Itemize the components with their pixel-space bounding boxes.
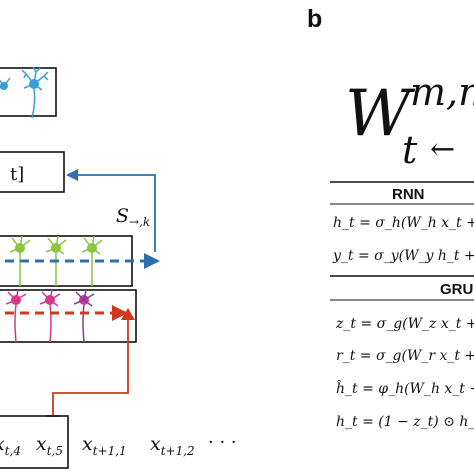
buffer-box — [0, 151, 65, 193]
input-item-sub: t,5 — [47, 444, 63, 458]
dashed-arrowhead-blue — [144, 253, 160, 269]
input-item-sub: t+1,2 — [161, 444, 195, 458]
dashed-arrowhead-red — [112, 305, 128, 321]
feedback-arrowhead-blue — [66, 169, 78, 181]
weight-symbol-main: W — [345, 77, 416, 151]
gru-equation: z_t = σ_g(W_z x_t + U_ — [335, 316, 474, 332]
signal-label: S→,k — [116, 205, 150, 229]
input-item-main: x — [82, 433, 93, 455]
neuron-icon-magenta — [73, 289, 95, 343]
input-item-sub: t+1,1 — [93, 444, 127, 458]
input-sequence-box — [0, 415, 69, 469]
input-item-main: x — [0, 433, 5, 455]
gru-section-title: GRU — [440, 281, 473, 298]
neuron-icon-blue — [0, 77, 11, 90]
neuron-box-magenta — [0, 289, 137, 343]
neuron-icon-green — [81, 235, 103, 286]
gru-equation: ĥ_t = φ_h(W_h x_t + U — [336, 379, 474, 397]
weight-symbol-arrow: ← — [430, 132, 455, 167]
neuron-icon-green — [9, 235, 31, 286]
signal-label-main: S — [116, 205, 129, 227]
input-item-main: x — [150, 433, 161, 455]
feedback-arrow-red — [52, 318, 129, 416]
weight-symbol-superscript: m,n — [410, 70, 474, 114]
input-item: xt+1,2 — [150, 433, 195, 458]
input-ellipsis: · · · — [208, 432, 237, 453]
neuron-icon-blue — [21, 66, 49, 119]
neuron-icon-magenta — [39, 289, 61, 343]
feedback-arrowhead-red — [121, 308, 135, 320]
rnn-equation: y_t = σ_y(W_y h_t + — [332, 248, 474, 264]
signal-label-subscript: →,k — [129, 215, 150, 229]
input-item: xt,5 — [36, 433, 63, 458]
gru-equation: h_t = (1 − z_t) ⊙ h_ — [336, 414, 474, 430]
input-item-sub: t,4 — [5, 444, 21, 458]
panel-label-b: b — [307, 5, 322, 33]
feedback-arrow-blue — [76, 174, 156, 252]
input-item-main: x — [36, 433, 47, 455]
rnn-equation: h_t = σ_h(W_h x_t + — [333, 215, 474, 231]
gru-equation: r_t = σ_g(W_r x_t + U_ — [336, 348, 474, 364]
input-item: xt+1,1 — [82, 433, 127, 458]
weight-symbol-subscript: t — [402, 128, 418, 172]
neuron-box-top — [0, 67, 57, 117]
neuron-icon-green — [45, 235, 67, 286]
input-item: xt,4 — [0, 433, 21, 458]
buffer-box-text: t] — [10, 164, 24, 185]
neuron-icon-magenta — [5, 289, 27, 343]
rnn-section-title: RNN — [392, 186, 425, 203]
